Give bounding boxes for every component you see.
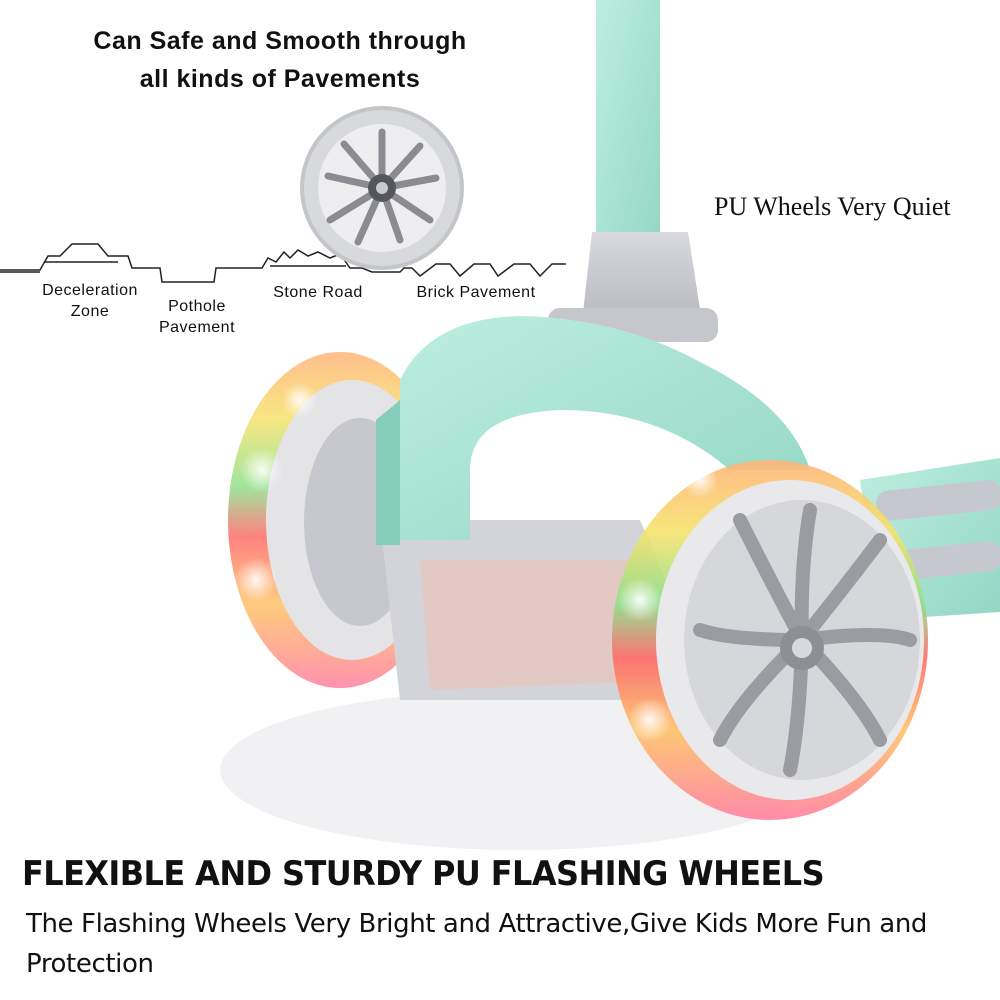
terrain-label-deceleration: Deceleration Zone — [32, 280, 148, 322]
terrain-label-brick: Brick Pavement — [416, 284, 536, 301]
terrain-label-stone: Stone Road — [273, 284, 363, 301]
terrain-label-pothole-line-1: Pothole — [168, 298, 226, 315]
wheel-label: PU Wheels Very Quiet — [714, 192, 951, 221]
description: The Flashing Wheels Very Bright and Attr… — [26, 909, 928, 979]
terrain-label-deceleration-line-2: Zone — [70, 303, 110, 320]
terrain-line — [0, 243, 566, 283]
heading-line-2: all kinds of Pavements — [139, 65, 421, 93]
wheel-icon — [300, 106, 464, 270]
scooter-photo — [220, 0, 1000, 850]
heading: Can Safe and Smooth through all kinds of… — [40, 22, 520, 98]
heading-line-1: Can Safe and Smooth through — [93, 27, 467, 55]
headline: FLEXIBLE AND STURDY PU FLASHING WHEELS — [22, 854, 825, 894]
terrain-label-deceleration-line-1: Deceleration — [42, 282, 138, 299]
terrain-label-pothole-line-2: Pavement — [158, 319, 236, 336]
terrain-label-pothole: Pothole Pavement — [148, 296, 246, 338]
